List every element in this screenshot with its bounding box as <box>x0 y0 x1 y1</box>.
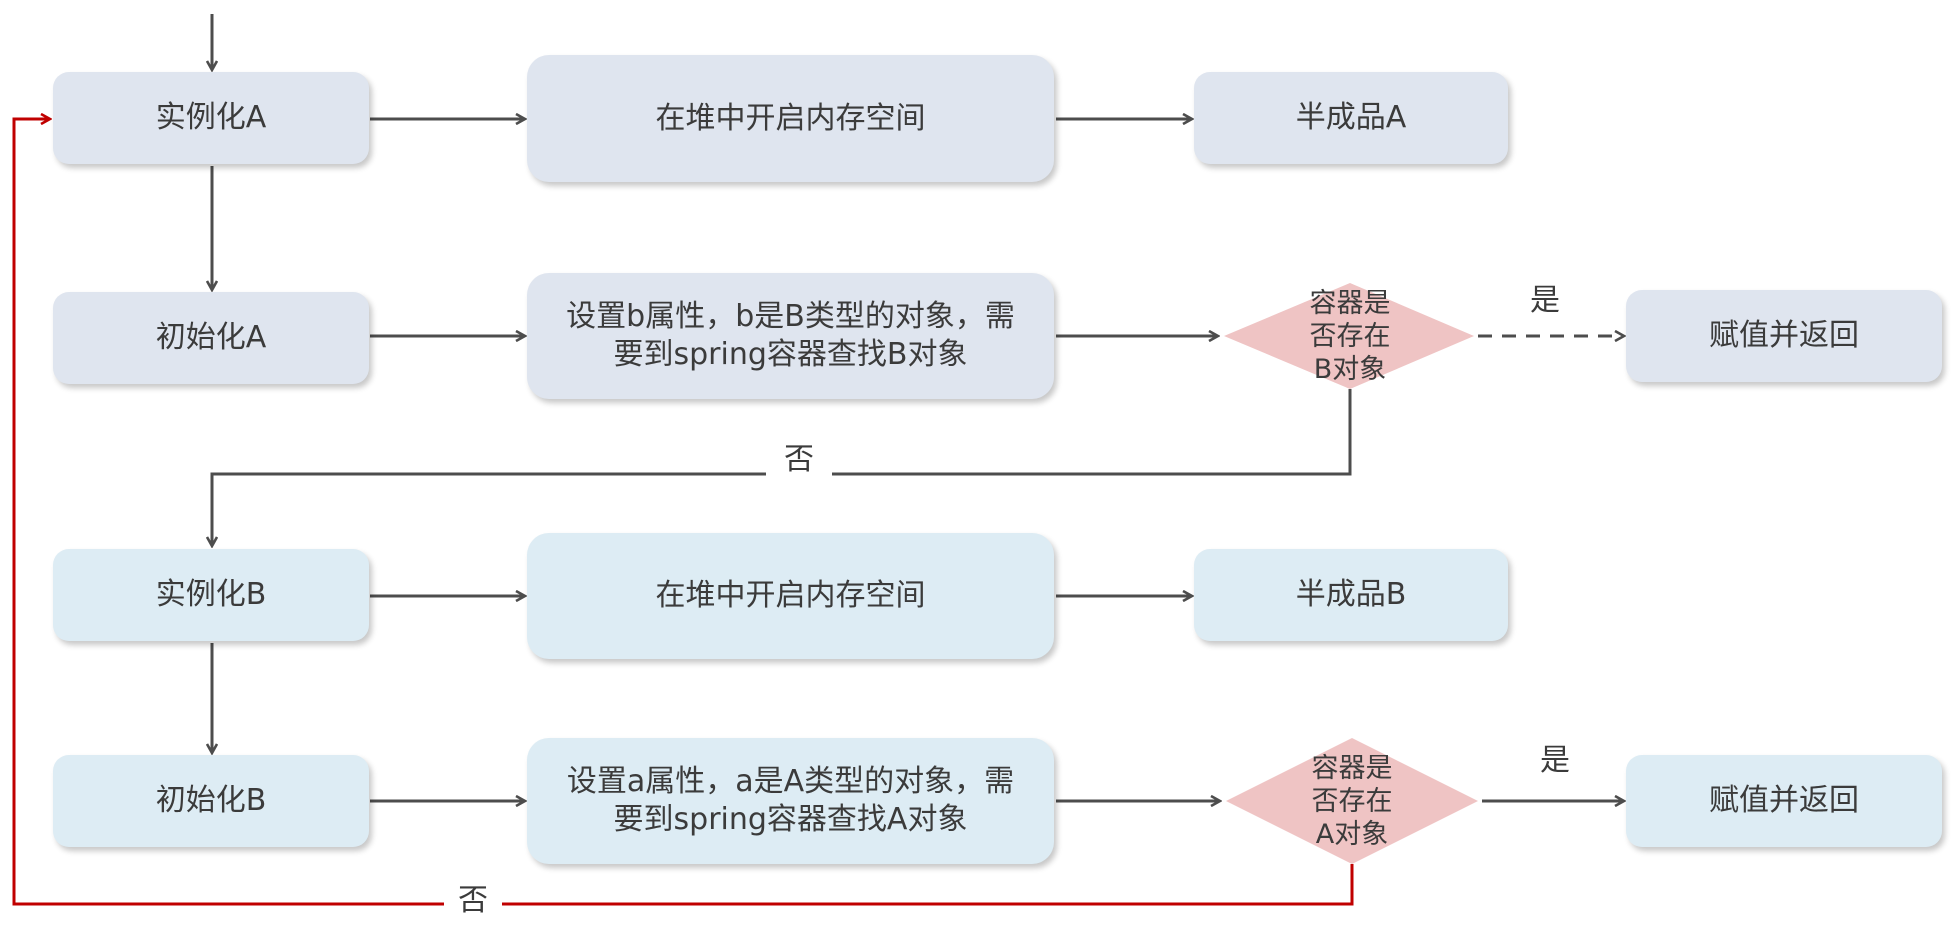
initialize-b-box: 初始化B <box>53 755 369 847</box>
half-product-b-box: 半成品B <box>1194 549 1508 641</box>
heap-space-a-label: 在堆中开启内存空间 <box>655 100 926 136</box>
set-b-property-box: 设置b属性，b是B类型的对象，需 要到spring容器查找B对象 <box>527 273 1054 399</box>
heap-space-b-box: 在堆中开启内存空间 <box>527 533 1054 659</box>
decision-b-yes-label: 是 <box>1532 744 1578 778</box>
heap-space-a-box: 在堆中开启内存空间 <box>527 55 1054 182</box>
instantiate-a-box: 实例化A <box>53 72 369 164</box>
initialize-a-box: 初始化A <box>53 292 369 384</box>
arrow-decisionB-no-loop <box>12 119 1354 906</box>
decision-a-line2: 否存在 <box>1309 320 1391 352</box>
decision-b-text: 容器是 否存在 A对象 <box>1256 745 1448 857</box>
decision-a-line3: B对象 <box>1313 353 1387 385</box>
half-product-b-label: 半成品B <box>1295 577 1407 612</box>
decision-a-no-label: 否 <box>766 443 832 477</box>
decision-a-text: 容器是 否存在 B对象 <box>1254 283 1446 389</box>
decision-a-line1: 容器是 <box>1309 287 1391 319</box>
instantiate-a-label: 实例化A <box>155 100 267 135</box>
half-product-a-label: 半成品A <box>1295 100 1407 135</box>
assign-return-b-label: 赋值并返回 <box>1709 783 1859 818</box>
set-a-property-box: 设置a属性，a是A类型的对象，需 要到spring容器查找A对象 <box>527 738 1054 864</box>
assign-return-a-label: 赋值并返回 <box>1709 318 1859 353</box>
decision-b-no-label: 否 <box>444 884 502 918</box>
decision-diamond-a <box>1224 283 1474 389</box>
half-product-a-box: 半成品A <box>1194 72 1508 164</box>
set-a-property-line2: 要到spring容器查找A对象 <box>613 802 968 837</box>
decision-b-line3: A对象 <box>1315 818 1389 850</box>
heap-space-b-label: 在堆中开启内存空间 <box>655 578 926 613</box>
set-a-property-line1: 设置a属性，a是A类型的对象，需 <box>566 764 1015 799</box>
instantiate-b-label: 实例化B <box>155 577 267 612</box>
set-b-property-line1: 设置b属性，b是B类型的对象，需 <box>566 299 1015 334</box>
instantiate-b-box: 实例化B <box>53 549 369 641</box>
decision-b-line1: 容器是 <box>1311 752 1393 784</box>
decision-a-yes-label: 是 <box>1522 284 1568 318</box>
decision-b-line2: 否存在 <box>1311 785 1393 817</box>
set-b-property-line2: 要到spring容器查找B对象 <box>613 337 968 372</box>
initialize-a-label: 初始化A <box>155 320 267 355</box>
decision-diamond-b <box>1226 738 1478 864</box>
assign-return-b-box: 赋值并返回 <box>1626 755 1942 847</box>
initialize-b-label: 初始化B <box>155 783 267 818</box>
assign-return-a-box: 赋值并返回 <box>1626 290 1942 382</box>
